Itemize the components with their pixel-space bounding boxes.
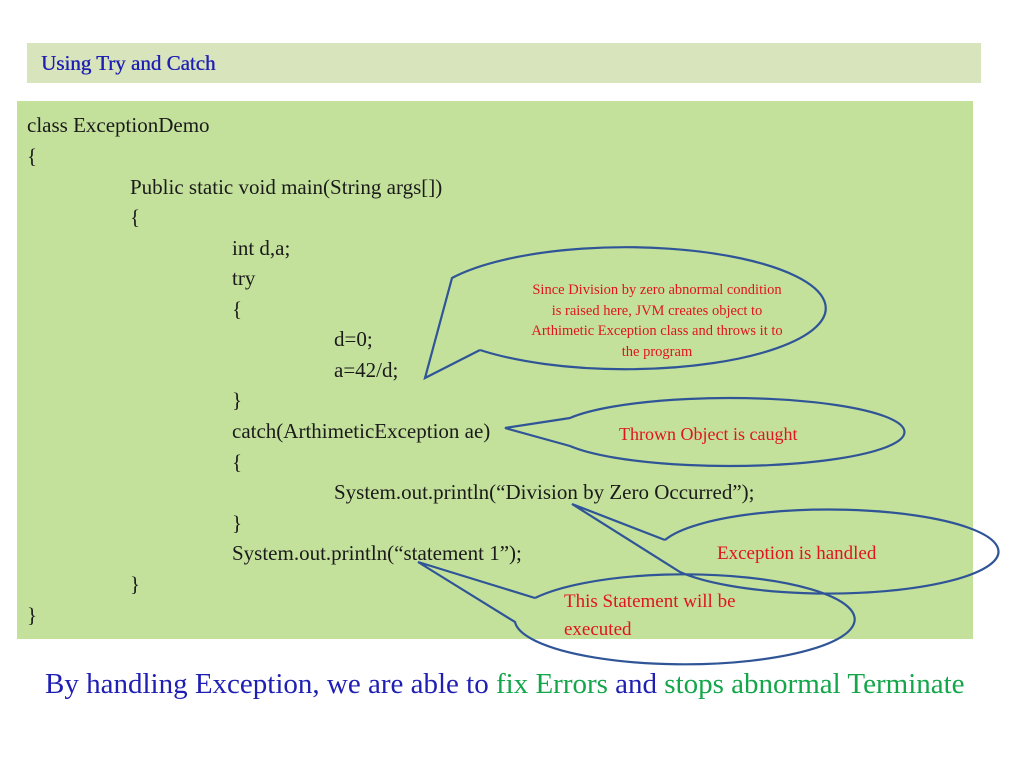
code-line-divide: a=42/d; [334,358,399,382]
code-line-println-division: System.out.println(“Division by Zero Occ… [334,480,755,504]
callout-caught-text: Thrown Object is caught [619,424,798,444]
footer-part-green: stops abnormal Terminate [664,668,965,700]
footer-part-blue: By handling Exception, we are able to [45,668,496,700]
title-bar: Using Try and Catch [27,43,981,83]
footer-part-green: fix Errors [495,668,608,700]
code-line-try-close: } [232,388,243,412]
code-line-println-statement: System.out.println(“statement 1”); [232,541,522,565]
code-line-catch-close: } [232,511,243,535]
code-line-catch-brace: { [232,450,243,474]
callout-handled-text: Exception is handled [717,543,877,564]
code-line-declare: int d,a; [232,236,291,260]
code-line-open-brace: { [27,144,38,168]
code-line-class-close: } [27,603,38,627]
code-line-main-close: } [130,572,141,596]
footer-part-blue: and [607,668,665,700]
callout-jvm-line: Since Division by zero abnormal conditio… [532,282,782,298]
code-line-d-zero: d=0; [334,327,373,351]
code-line-catch: catch(ArthimeticException ae) [232,419,491,443]
slide-title: Using Try and Catch [41,51,216,75]
callout-jvm-text: Since Division by zero abnormal conditio… [500,280,814,362]
callout-jvm-line: is raised here, JVM creates object to [551,302,763,319]
code-line-main: Public static void main(String args[]) [130,175,443,199]
callout-jvm-line: Arthimetic Exception class and throws it… [531,323,783,339]
callout-executed-text: This Statement will be executed [564,591,736,640]
code-line-try: try [232,266,256,290]
code-line-main-brace: { [130,205,141,229]
callout-jvm-line: the program [621,343,693,360]
footer-statement: By handling Exception, we are able to fi… [45,664,995,704]
code-line-try-brace: { [232,297,243,321]
code-line-class: class ExceptionDemo [27,113,210,137]
